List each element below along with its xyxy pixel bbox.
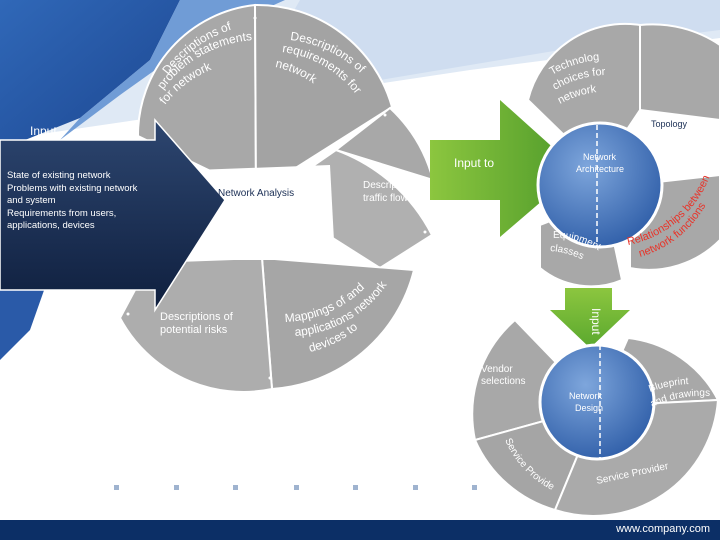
- segment-requirements: [253, 3, 394, 195]
- footer-url[interactable]: www.company.com: [616, 523, 710, 535]
- seg-risks-line1: Descriptions of: [160, 311, 234, 323]
- arch-center-line1: Network: [583, 152, 617, 162]
- arch-center-line2: Architecture: [576, 164, 624, 174]
- analysis-center-label: Network Analysis: [218, 188, 294, 199]
- analysis-wheel: [118, 3, 435, 393]
- input-item: applications, devices: [7, 220, 95, 231]
- architecture-wheel: [526, 22, 720, 288]
- analysis-output-arrow: [430, 100, 578, 237]
- design-input-label: Input: [589, 308, 603, 335]
- architecture-center-circle: [536, 121, 664, 249]
- seg-risks-line2: potential risks: [160, 324, 228, 336]
- vendor-line2: selections: [481, 376, 525, 387]
- input-item: Problems with existing network: [7, 182, 138, 194]
- analysis-output-label: Input to: [454, 156, 494, 170]
- segment-mappings: [260, 256, 416, 391]
- design-input-arrow: [550, 288, 630, 348]
- input-item: State of existing network: [7, 170, 111, 181]
- topology-label: Topology: [651, 119, 688, 129]
- footer-bar: www.company.com: [0, 520, 720, 540]
- input-item: Requirements from users,: [7, 207, 117, 219]
- vendor-line1: Vendor: [481, 364, 513, 375]
- analysis-input-label: Input: [30, 124, 57, 138]
- design-wheel: [471, 318, 720, 517]
- design-center-line2: Design: [575, 403, 603, 413]
- seg-traffic-line2: traffic flows: [363, 193, 413, 204]
- decorative-dots: [114, 485, 477, 490]
- design-center-circle: [538, 343, 656, 461]
- design-center-line1: Network: [569, 391, 603, 401]
- analysis-input-arrow: [0, 118, 226, 313]
- seg-traffic-line1: Descriptions of: [363, 180, 429, 191]
- segment-technology-choices-right: [639, 23, 720, 122]
- input-item: and system: [7, 195, 56, 206]
- analysis-center-disc: [195, 165, 335, 260]
